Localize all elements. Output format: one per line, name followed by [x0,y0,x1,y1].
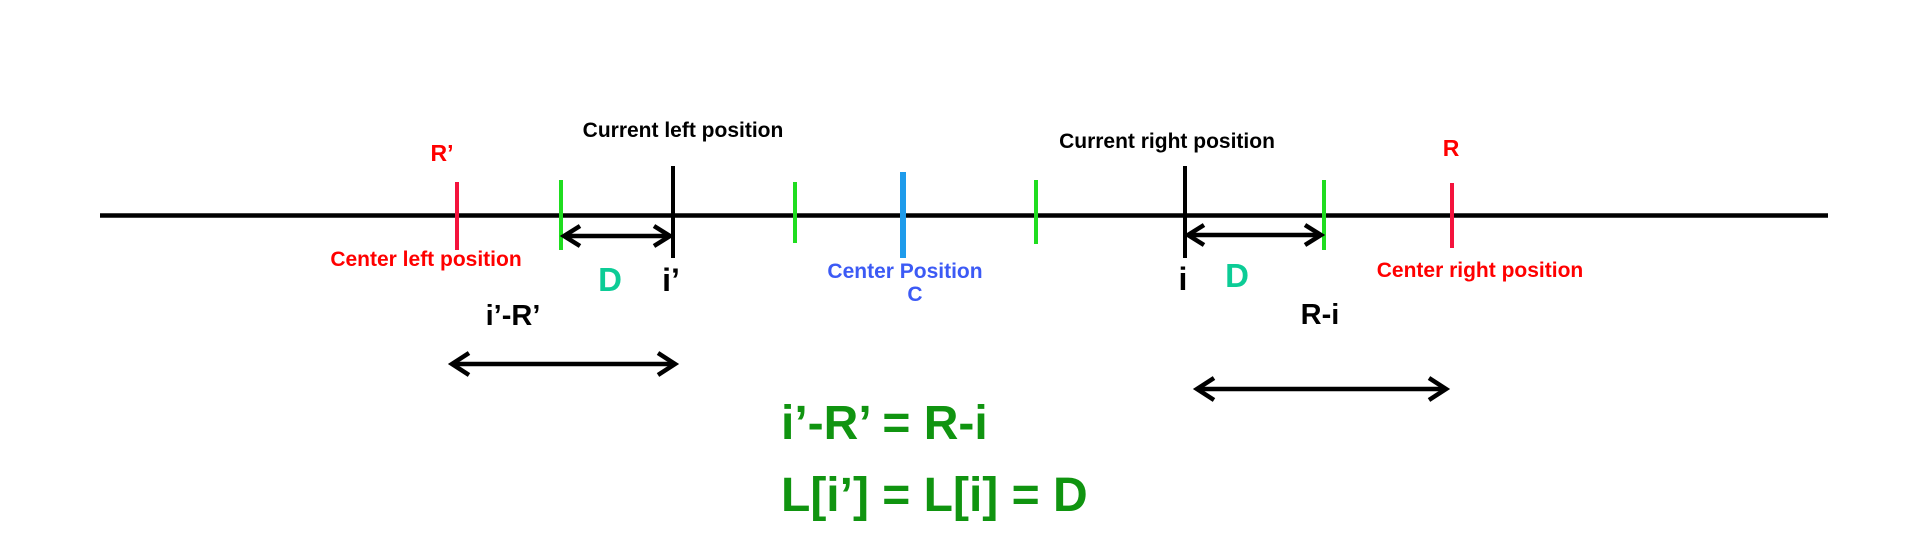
i-label: i [1178,261,1188,297]
arrow-d-left [559,224,675,248]
i-prime-minus-r-prime-label: i’-R’ [485,300,541,332]
current-right-position-label: Current right position [1059,130,1275,153]
arrow-d-right [1183,223,1326,247]
i-prime-label: i’ [662,262,680,298]
center-c-label: C [907,283,923,306]
arrow-i-prime-minus-r-prime [447,351,680,377]
r-minus-i-label: R-i [1300,299,1340,331]
arrow-r-minus-i [1192,376,1451,402]
equation-palindrome-length: L[i’] = L[i] = D [781,469,1088,522]
r-prime-label: R’ [430,140,454,166]
d-left-label: D [598,261,622,298]
center-left-position-label: Center left position [330,248,522,271]
r-label: R [1442,135,1460,161]
d-right-label: D [1225,257,1249,294]
equation-distance: i’-R’ = R-i [781,397,988,450]
center-position-label: Center Position [827,260,983,283]
current-left-position-label: Current left position [582,119,784,142]
center-right-position-label: Center right position [1376,259,1584,282]
